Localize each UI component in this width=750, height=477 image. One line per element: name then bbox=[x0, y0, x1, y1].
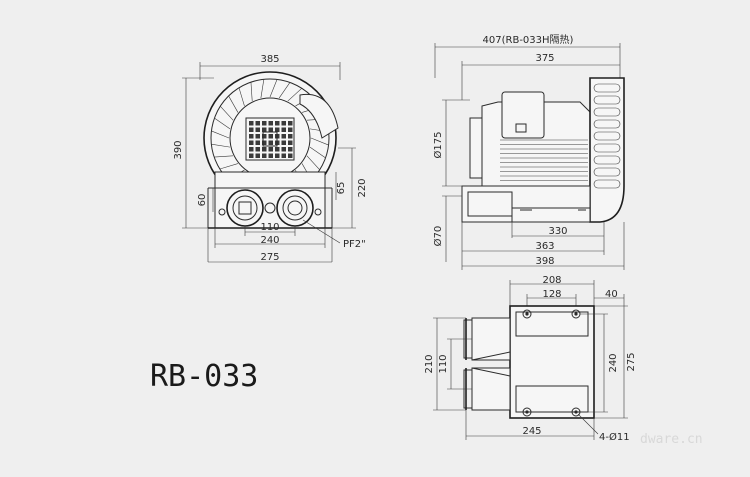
dim-330: 330 bbox=[548, 226, 567, 237]
dim-240: 240 bbox=[260, 235, 279, 246]
dim-diameter-175: Ø175 bbox=[432, 132, 444, 159]
dim-110-plan: 110 bbox=[438, 354, 449, 373]
port-label: PF2" bbox=[343, 239, 366, 250]
dim-diameter-70: Ø70 bbox=[432, 226, 444, 247]
dim-245: 245 bbox=[522, 426, 541, 437]
dim-128: 128 bbox=[542, 289, 561, 300]
front-view: 385 390 bbox=[173, 54, 368, 263]
dim-210: 210 bbox=[424, 354, 435, 373]
model-label: RB-033 bbox=[150, 359, 258, 394]
dim-385: 385 bbox=[260, 54, 279, 65]
watermark: dware.cn bbox=[640, 432, 703, 447]
dim-40: 40 bbox=[605, 289, 618, 300]
dim-407: 407(RB-033H隔热) bbox=[483, 33, 574, 46]
dim-110: 110 bbox=[260, 222, 279, 233]
dim-60: 60 bbox=[197, 194, 208, 207]
dim-375: 375 bbox=[535, 53, 554, 64]
dim-275-plan: 275 bbox=[626, 352, 637, 371]
dim-398: 398 bbox=[535, 256, 554, 267]
dim-240-plan: 240 bbox=[608, 353, 619, 372]
holes-label: 4-Ø11 bbox=[599, 431, 630, 443]
dim-275: 275 bbox=[260, 252, 279, 263]
side-view: 407(RB-033H隔热) 375 Ø175 Ø70 330 bbox=[432, 33, 625, 270]
plan-view: 208 128 40 210 110 bbox=[424, 275, 637, 443]
dim-363: 363 bbox=[535, 241, 554, 252]
dim-208: 208 bbox=[542, 275, 561, 286]
dim-220: 220 bbox=[357, 178, 368, 197]
dim-65: 65 bbox=[336, 182, 347, 195]
dim-390: 390 bbox=[173, 140, 184, 159]
